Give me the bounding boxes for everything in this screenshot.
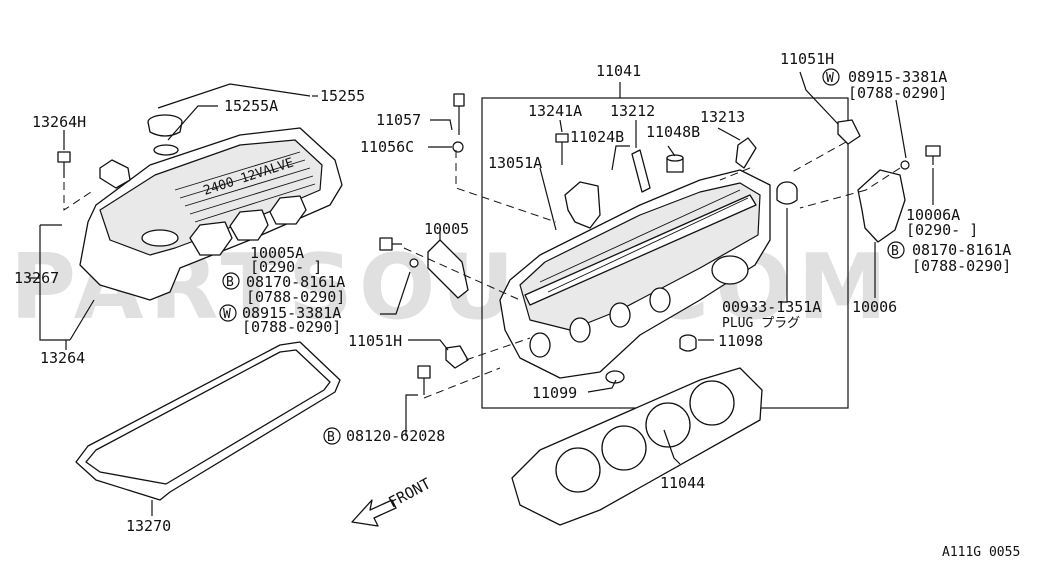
label-08120: 08120-62028 xyxy=(346,427,445,445)
label-10006a-range: [0290- ] xyxy=(906,221,978,239)
label-10005a: 10005A xyxy=(250,244,304,262)
washer-left[interactable] xyxy=(409,258,419,268)
bolt-marker-left-text: B xyxy=(226,275,234,290)
head-gasket[interactable] xyxy=(511,367,763,526)
bolt-08120[interactable] xyxy=(417,365,431,395)
label-11041: 11041 xyxy=(596,62,641,80)
label-08170-left-range: [0788-0290] xyxy=(246,288,345,306)
leader-lines xyxy=(28,71,934,516)
label-10005: 10005 xyxy=(424,220,469,238)
washer-marker-left-text: W xyxy=(223,307,231,322)
washer-marker-right xyxy=(822,68,840,86)
label-13264: 13264 xyxy=(40,349,85,367)
cylinder-head[interactable] xyxy=(499,169,771,384)
bolt-marker-bottom xyxy=(323,427,341,445)
label-08170-right-range: [0788-0290] xyxy=(912,257,1011,275)
label-08915-right: 08915-3381A xyxy=(848,68,947,86)
plug-00933[interactable] xyxy=(776,181,798,205)
washer-right[interactable] xyxy=(900,160,910,170)
label-00933-desc: PLUG プラグ xyxy=(722,316,800,331)
cap-11051h-left[interactable] xyxy=(445,345,469,369)
label-13213: 13213 xyxy=(700,108,745,126)
figure-code: A111G 0055 xyxy=(942,545,1020,560)
engine-hanger-front[interactable] xyxy=(427,239,469,299)
label-08915-left: 08915-3381A xyxy=(242,304,341,322)
cap-11051h-right[interactable] xyxy=(837,119,861,145)
bolt-11057[interactable] xyxy=(453,93,465,135)
cover-bolt[interactable] xyxy=(57,151,71,178)
stud-13213[interactable] xyxy=(735,137,757,169)
label-11051h-right: 11051H xyxy=(780,50,834,68)
dashed-guides xyxy=(63,141,901,399)
cam-bracket[interactable] xyxy=(564,181,601,229)
engine-hanger-rear[interactable] xyxy=(857,169,906,243)
label-11051h-left: 11051H xyxy=(348,332,402,350)
label-08170-right: 08170-8161A xyxy=(912,241,1011,259)
label-10005a-range: [0290- ] xyxy=(250,258,322,276)
stud-13212[interactable] xyxy=(631,149,651,193)
label-08915-left-range: [0788-0290] xyxy=(242,318,341,336)
label-15255a: 15255A xyxy=(224,97,278,115)
bolt-10006a[interactable] xyxy=(925,145,941,165)
label-15255: 15255 xyxy=(320,87,365,105)
label-11057: 11057 xyxy=(376,111,421,129)
label-11056c: 11056C xyxy=(360,138,414,156)
bolt-marker-bottom-text: B xyxy=(327,430,335,445)
washer-11056c[interactable] xyxy=(452,141,464,153)
label-11024b: 11024B xyxy=(570,128,624,146)
label-11098: 11098 xyxy=(718,332,763,350)
label-08170-left: 08170-8161A xyxy=(246,273,345,291)
label-13267: 13267 xyxy=(14,269,59,287)
label-08915-right-range: [0788-0290] xyxy=(848,84,947,102)
plug-11098[interactable] xyxy=(679,334,697,352)
label-00933: 00933-1351A xyxy=(722,298,821,316)
label-13241a: 13241A xyxy=(528,102,582,120)
washer-marker-right-text: W xyxy=(826,71,834,86)
washer-marker-left xyxy=(219,304,237,322)
bolt-marker-right xyxy=(887,241,905,259)
label-13270: 13270 xyxy=(126,517,171,535)
head-bolt-13241a[interactable] xyxy=(555,133,569,165)
bolt-10005a[interactable] xyxy=(379,237,402,251)
label-13264h: 13264H xyxy=(32,113,86,131)
cover-gasket[interactable] xyxy=(75,341,341,501)
label-13212: 13212 xyxy=(610,102,655,120)
label-11099: 11099 xyxy=(532,384,577,402)
label-11048b: 11048B xyxy=(646,123,700,141)
front-direction-arrow xyxy=(351,499,397,527)
bolt-marker-right-text: B xyxy=(891,244,899,259)
seal-11048b[interactable] xyxy=(666,154,684,173)
label-10006a: 10006A xyxy=(906,206,960,224)
label-11044: 11044 xyxy=(660,474,705,492)
rocker-cover[interactable]: 2400 12VALVE xyxy=(79,127,343,301)
oil-filler-cap[interactable] xyxy=(147,114,183,156)
bolt-marker-left xyxy=(222,272,240,290)
front-label: FRONT xyxy=(385,474,433,511)
label-13051a: 13051A xyxy=(488,154,542,172)
label-10006: 10006 xyxy=(852,298,897,316)
